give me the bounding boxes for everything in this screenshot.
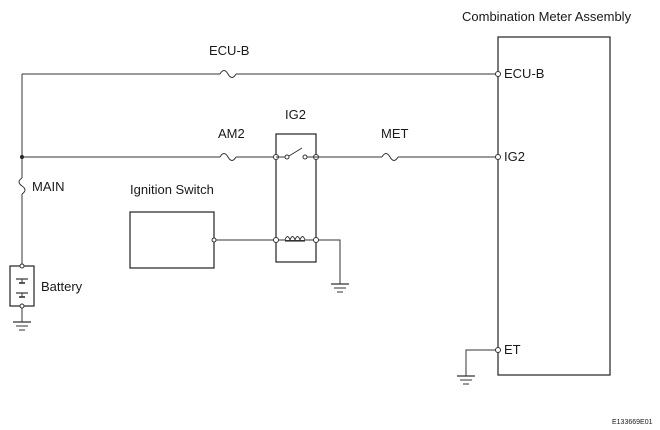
ecub-fuse-symbol [219,70,237,78]
main-fuse-label: MAIN [32,179,65,194]
battery-ground-icon [13,321,31,331]
am2-fuse-symbol [219,153,237,161]
met-fuse-symbol [381,153,399,161]
am2-fuse-label: AM2 [218,126,245,141]
ig2-relay-box [275,133,317,263]
battery-label: Battery [41,279,83,294]
et-pin-label: ET [504,342,521,357]
relay-coil-core [285,240,305,242]
ecub-pin-terminal [495,71,501,77]
main-fuse-symbol [18,177,26,195]
relay-coil-terminal-in [273,237,279,243]
relay-switch-blade [288,147,303,157]
relay-ground-icon [331,283,349,293]
ig2-pin-terminal [495,154,501,160]
combination-meter-label: Combination Meter Assembly [462,9,632,24]
ignition-switch-label: Ignition Switch [130,182,214,197]
relay-coil-terminal-out [313,237,319,243]
battery-cell-icon [16,278,28,298]
ig2-pin-label: IG2 [504,149,525,164]
ig2-relay-label: IG2 [285,107,306,122]
battery-terminal-negative [19,303,25,309]
ecub-pin-label: ECU-B [504,66,544,81]
relay-contact-a [284,154,290,160]
met-fuse-label: MET [381,126,409,141]
ignition-switch-terminal [211,237,217,243]
relay-ground-wire [318,239,341,284]
ignition-switch-box [129,211,215,269]
figure-code: E133669E01 [612,419,653,426]
battery-box [9,265,35,307]
et-pin-terminal [495,347,501,353]
ecub-fuse-label: ECU-B [209,43,249,58]
et-ground-wire [465,349,496,376]
et-ground-icon [457,375,475,385]
relay-contact-b [302,154,308,160]
combination-meter-box [497,36,611,376]
battery-terminal-positive [19,263,25,269]
